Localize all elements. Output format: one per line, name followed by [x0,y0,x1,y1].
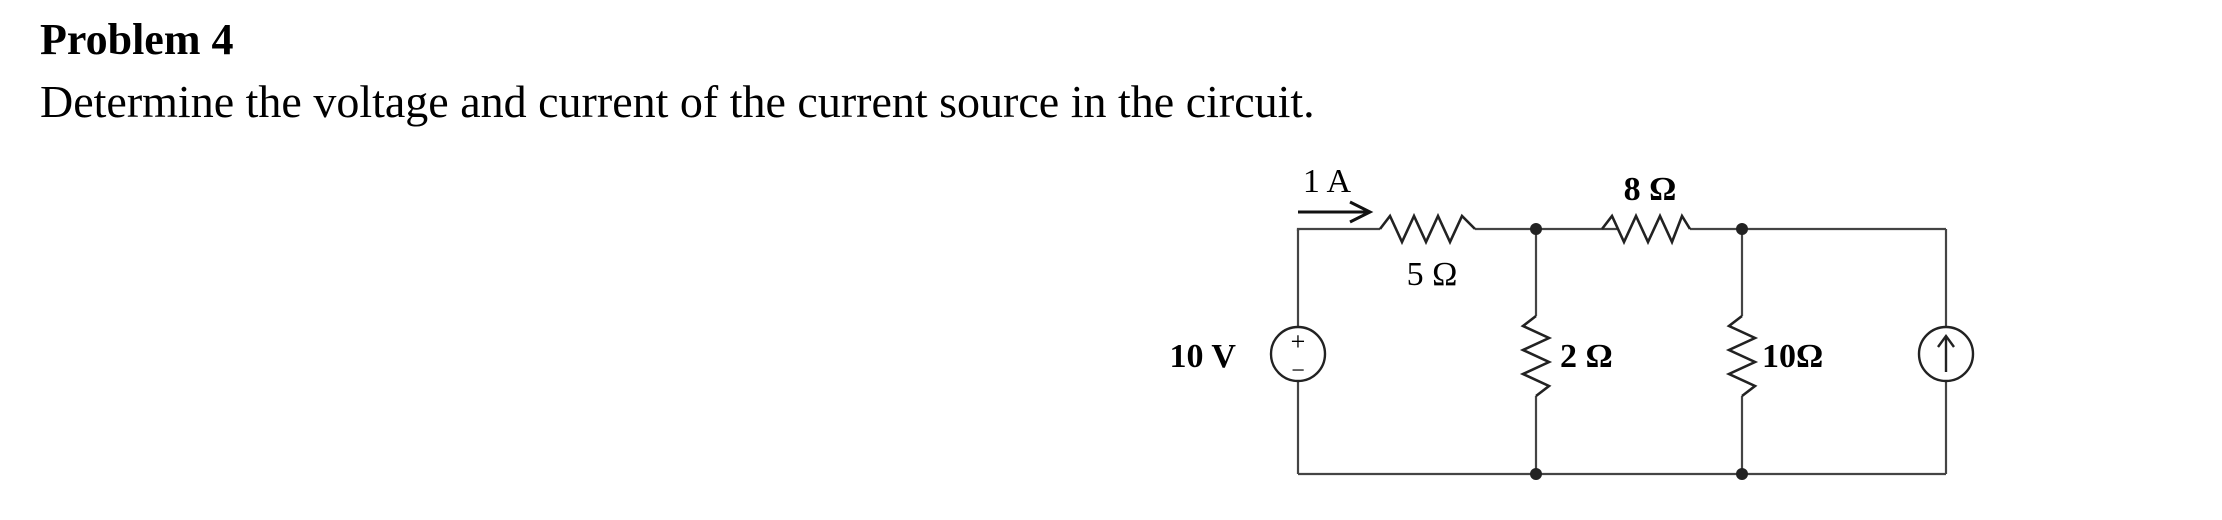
resistor-10-symbol [1725,314,1759,398]
resistor-8-label: 8 Ω [1624,171,1677,208]
voltage-source-plus: + [1291,327,1306,356]
current-arrow-icon [1298,200,1374,224]
node-bottom-right [1736,468,1748,480]
node-bottom-middle [1530,468,1542,480]
resistor-2-label: 2 Ω [1560,338,1613,375]
resistor-8-symbol [1600,212,1692,246]
problem-title: Problem 4 [40,15,234,64]
node-top-right [1736,223,1748,235]
circuit-wires [1296,227,1948,476]
current-source [1917,325,1975,383]
problem-statement: Determine the voltage and current of the… [40,76,1315,127]
voltage-source: + − [1269,325,1327,384]
current-annotation-label: 1 A [1303,163,1352,200]
resistor-2-symbol [1519,314,1553,398]
voltage-source-label: 10 V [1170,338,1237,375]
node-top-middle [1530,223,1542,235]
resistor-10-label: 10Ω [1762,338,1823,375]
resistor-5-symbol [1378,212,1476,246]
voltage-source-minus: − [1291,358,1305,384]
resistor-5-label: 5 Ω [1407,256,1458,293]
